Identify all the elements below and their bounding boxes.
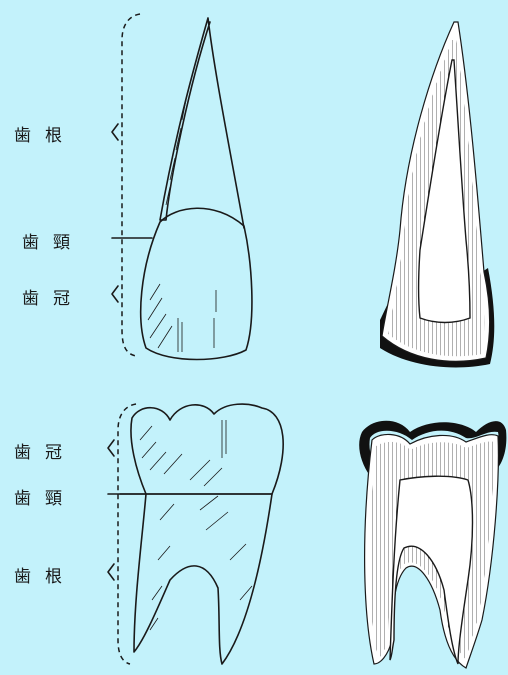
molar-section — [359, 421, 506, 668]
lower-label-root: 歯根 — [14, 562, 76, 587]
upper-label-crown: 歯冠 — [22, 284, 84, 309]
incisor-crown-outline — [141, 208, 252, 359]
upper-label-neck: 歯頸 — [22, 228, 84, 253]
incisor-section — [380, 22, 494, 367]
molar-exterior — [120, 404, 283, 664]
molar-root-hatching — [150, 496, 252, 630]
upper-bracket — [112, 14, 152, 356]
upper-label-root: 歯根 — [14, 121, 76, 146]
molar-crown-outline — [131, 404, 283, 494]
lower-root-brace — [108, 564, 114, 580]
incisor-crown-hatching — [148, 284, 216, 352]
upper-bracket-line — [122, 14, 140, 356]
incisor-root-outline — [160, 18, 244, 228]
lower-label-neck: 歯頸 — [14, 484, 76, 509]
incisor-root-hatching — [166, 100, 186, 205]
molar-root-outline — [134, 494, 272, 664]
lower-crown-brace — [108, 440, 114, 456]
lower-bracket — [108, 404, 146, 664]
upper-root-brace — [112, 124, 118, 140]
upper-crown-brace — [112, 286, 118, 302]
incisor-exterior — [141, 18, 252, 360]
lower-bracket-line — [118, 404, 136, 664]
molar-crown-hatching — [140, 420, 226, 486]
lower-label-crown: 歯冠 — [14, 438, 76, 463]
